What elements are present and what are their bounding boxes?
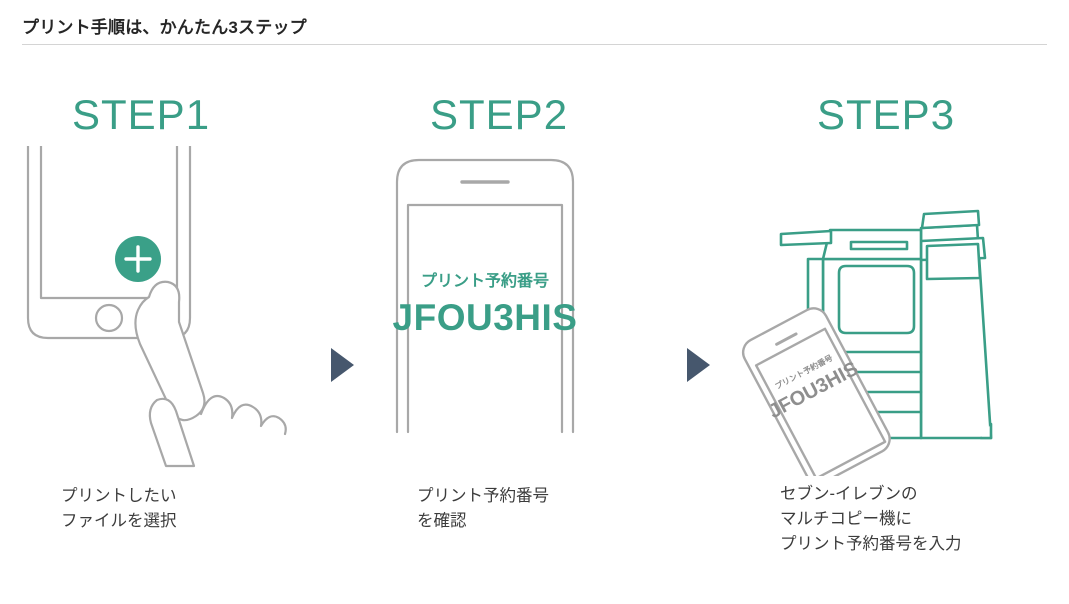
step-3-illustration: プリント予約番号 JFOU3HIS <box>735 146 1035 476</box>
step-arrow-2 <box>683 347 713 383</box>
step-arrow-1 <box>327 347 357 383</box>
triangle-right-icon <box>687 348 710 382</box>
step-2-caption: プリント予約番号 を確認 <box>417 487 549 530</box>
step-card-1: STEP1 <box>18 46 318 604</box>
tilted-phone-glyph: プリント予約番号 JFOU3HIS <box>741 307 891 476</box>
plus-button-glyph <box>115 236 161 282</box>
step-1-caption: プリントしたい ファイルを選択 <box>61 487 177 530</box>
step-2-screen-code: JFOU3HIS <box>393 297 578 338</box>
step-1-heading: STEP1 <box>72 91 211 138</box>
header-divider <box>22 44 1047 45</box>
step-2-heading: STEP2 <box>430 91 569 138</box>
multicopy-machine-glyph <box>779 209 993 440</box>
step-3-heading: STEP3 <box>817 91 956 138</box>
steps-row: STEP1 <box>0 46 1069 604</box>
step-card-2: STEP2 プリント予約番号 JFOU3HIS プリント予約番号 を確認 <box>375 46 675 604</box>
triangle-right-icon <box>331 348 354 382</box>
step-2-illustration: プリント予約番号 JFOU3HIS <box>375 146 675 476</box>
step-2-screen-label: プリント予約番号 <box>421 271 549 290</box>
page-title: プリント手順は、かんたん3ステップ <box>22 18 307 37</box>
step-1-illustration <box>18 146 318 476</box>
page-header: プリント手順は、かんたん3ステップ <box>0 0 1069 46</box>
step-card-3: STEP3 <box>735 46 1035 604</box>
step-3-caption: セブン-イレブンの マルチコピー機に プリント予約番号を入力 <box>780 485 962 553</box>
